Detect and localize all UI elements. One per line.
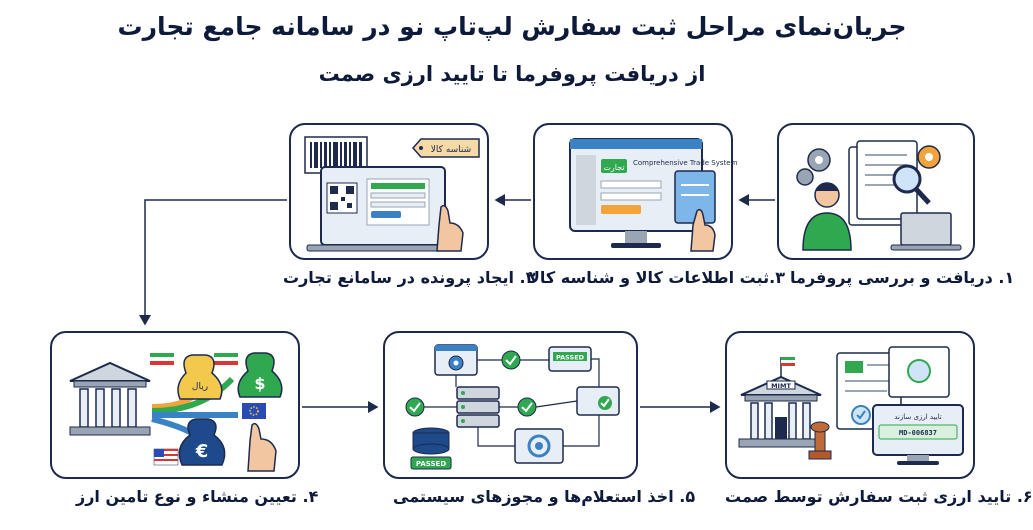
arrow-3-to-4	[139, 199, 287, 326]
system-badge-text: تجارت	[603, 163, 624, 172]
step-5-label: ۵. اخذ استعلام‌ها و مجوزهای سیستمی	[393, 487, 696, 506]
step-1-card	[777, 123, 975, 260]
page-subtitle: از دریافت پروفرما تا تایید ارزی صمت	[318, 62, 706, 86]
iran-flag-icon	[214, 353, 238, 365]
ministry-approval-illustration: MIMT تایید ارزی سازند MD-006837	[738, 346, 964, 465]
step-4-label: ۴. تعیین منشاء و نوع تامین ارز	[76, 487, 319, 506]
proforma-review-illustration	[796, 140, 962, 251]
system-inquiry-illustration: PASSED PASSED	[405, 344, 620, 470]
step-2-label: ۳.ثبت اطلاعات کالا و شناسه کالا	[528, 268, 785, 287]
step-2-card: تجارت Comprehensive Trade System	[533, 123, 738, 260]
system-title-text: Comprehensive Trade System	[633, 159, 738, 167]
step-3-label: ۳. ایجاد پرونده در سامانع تجارت	[283, 268, 536, 287]
create-file-illustration: شناسه کالا	[304, 136, 480, 252]
iran-flag-icon	[150, 353, 174, 365]
passed-label-top: PASSED	[556, 354, 585, 362]
step-1-label: ۱. دریافت و بررسی پروفرما	[790, 268, 1015, 287]
dollar-bag-text: $	[254, 374, 265, 393]
trade-system-illustration: تجارت Comprehensive Trade System	[569, 138, 738, 252]
step-6-card: MIMT تایید ارزی سازند MD-006837	[725, 331, 975, 479]
eu-flag-icon	[242, 403, 266, 419]
currency-allocation-illustration: ریال $ €	[69, 352, 283, 472]
step-5-card: PASSED PASSED	[383, 331, 638, 479]
step-3-card: شناسه کالا	[289, 123, 489, 260]
page-title: جریان‌نمای مراحل ثبت سفارش لپ‌تاپ نو در …	[117, 12, 907, 41]
iran-flag-icon	[781, 357, 795, 366]
product-id-tag: شناسه کالا	[431, 145, 471, 155]
euro-bag-text: €	[195, 441, 209, 462]
passed-label-bottom: PASSED	[416, 460, 446, 468]
approval-code: MD-006837	[899, 429, 937, 437]
ministry-sign: MIMT	[771, 382, 791, 390]
us-flag-icon	[153, 448, 179, 466]
rial-bag-text: ریال	[192, 382, 208, 392]
step-6-label: ۶. تایید ارزی ثبت سفارش توسط صمت	[725, 487, 1033, 506]
step-4-card: ریال $ €	[50, 331, 300, 479]
approval-title: تایید ارزی سازند	[894, 413, 942, 421]
